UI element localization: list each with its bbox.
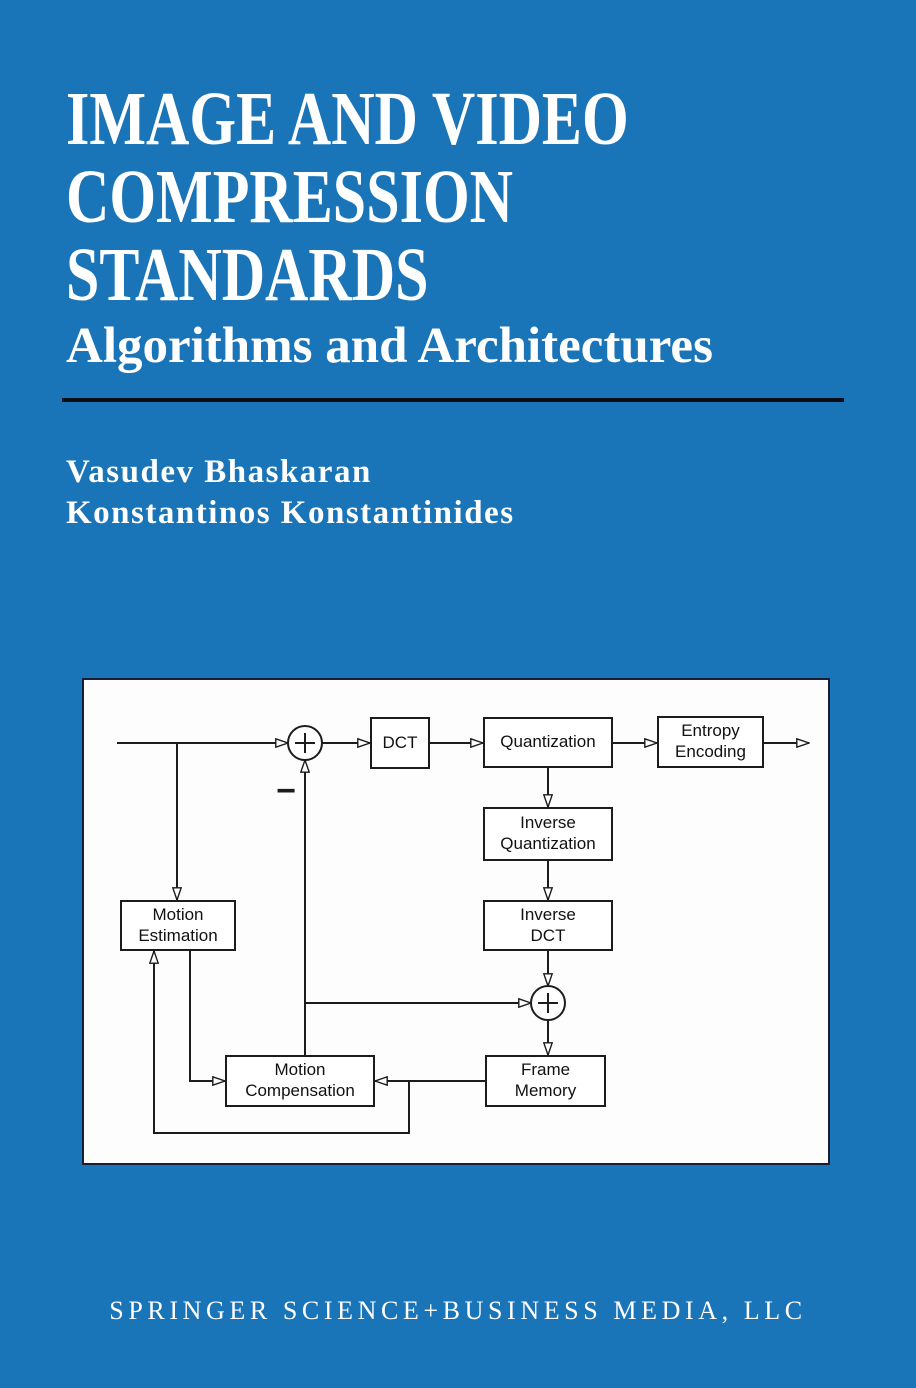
book-authors: Vasudev Bhaskaran Konstantinos Konstanti…: [66, 454, 515, 531]
minus-sign: −: [276, 772, 296, 810]
block-dct: DCT: [370, 717, 430, 769]
block-motion-estimation: Motion Estimation: [120, 900, 236, 951]
wire-motion-estimation-to-motion-compensation: [189, 951, 225, 1081]
block-inverse-dct: Inverse DCT: [483, 900, 613, 951]
block-motion-compensation: Motion Compensation: [225, 1055, 375, 1107]
block-frame-memory: Frame Memory: [485, 1055, 606, 1107]
adder-node: [530, 985, 566, 1021]
book-subtitle: Algorithms and Architectures: [66, 318, 713, 374]
block-entropy-encoding: Entropy Encoding: [657, 716, 764, 768]
block-inverse-quantization: Inverse Quantization: [483, 807, 613, 861]
diagram-connectors: [117, 725, 828, 1134]
divider-rule: [62, 398, 844, 402]
book-title: IMAGE AND VIDEO COMPRESSION STANDARDS: [66, 77, 629, 317]
wire-frame-memory-to-motion-estimation: [154, 951, 410, 1134]
encoder-diagram-panel: DCT Quantization Entropy Encoding Invers…: [82, 678, 830, 1165]
publisher-line: SPRINGER SCIENCE+BUSINESS MEDIA, LLC: [109, 1296, 807, 1325]
subtractor-node: [287, 725, 323, 761]
block-quantization: Quantization: [483, 717, 613, 768]
